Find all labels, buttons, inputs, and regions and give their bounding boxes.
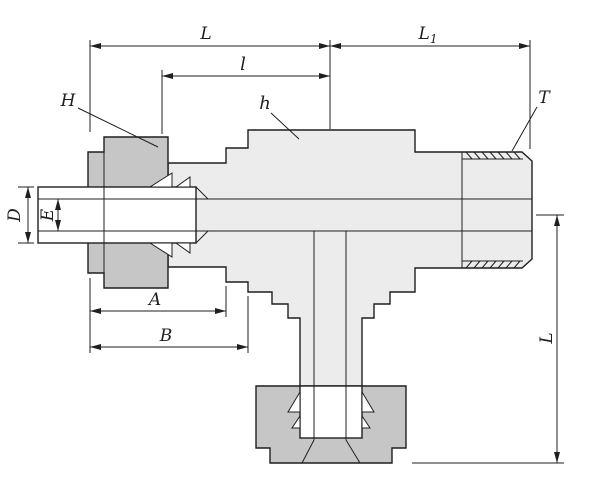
dim-label-L1: L1 — [418, 24, 438, 46]
bottom-port-bore — [299, 385, 363, 439]
extension-lines — [18, 40, 564, 464]
ferrule-set — [148, 172, 375, 429]
label-h: h — [259, 93, 271, 114]
ferrule — [287, 390, 301, 413]
label-T: T — [538, 88, 551, 108]
dim-label-E: E — [38, 208, 58, 222]
ferrule — [291, 414, 301, 429]
ferrule — [174, 242, 191, 254]
dimension-labels: L L1 l H h T D E A B L — [5, 24, 557, 346]
dim-label-L-horizontal: L — [199, 24, 211, 44]
dim-label-B: B — [159, 326, 173, 346]
fitting-part-shapes — [37, 129, 533, 464]
fitting-body — [167, 129, 533, 389]
tube-stub — [37, 186, 197, 244]
dimension-lines — [25, 43, 560, 463]
thread-hatching — [462, 151, 523, 269]
part-internal-lines — [38, 152, 532, 464]
dim-label-A: A — [147, 290, 161, 310]
dim-label-l: l — [240, 54, 246, 75]
ferrule — [148, 242, 173, 258]
leader-lines — [77, 106, 538, 152]
ferrule — [361, 414, 371, 429]
ferrule — [148, 172, 173, 188]
ferrule — [174, 176, 191, 188]
ferrule — [361, 390, 375, 413]
dim-label-D: D — [5, 208, 25, 223]
dim-label-L-vertical: L — [537, 332, 557, 344]
label-H: H — [60, 91, 77, 111]
